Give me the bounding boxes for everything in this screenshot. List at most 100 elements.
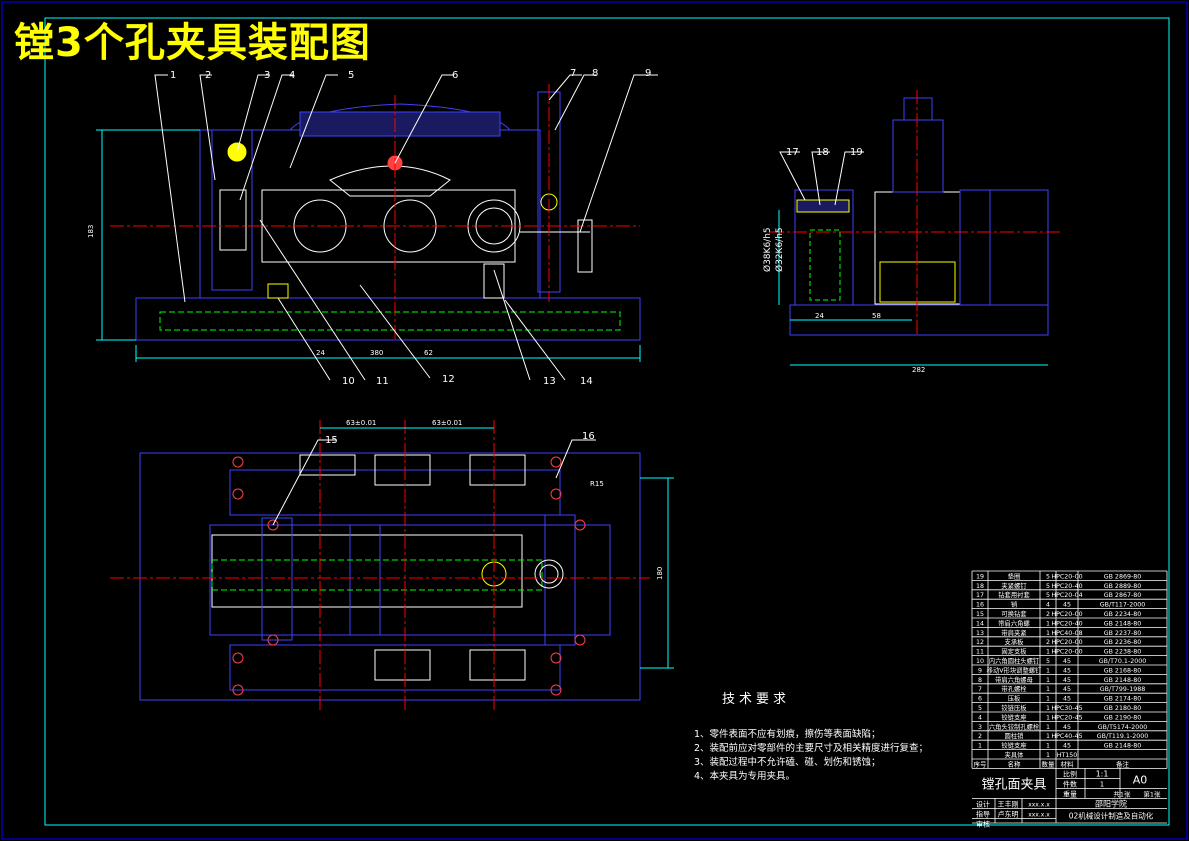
bom-cell-qty: 1 xyxy=(1046,705,1050,712)
bom-cell-mat: HPC20-40 xyxy=(1051,583,1082,590)
dim-c2: 63±0.01 xyxy=(432,419,462,427)
bom-cell-std: GB/T5174-2000 xyxy=(1098,724,1148,731)
bom-cell-std: GB 2238-80 xyxy=(1104,649,1142,656)
title-block-designer-date: xxx.x.x xyxy=(1028,801,1050,808)
bom-cell-qty: 1 xyxy=(1046,667,1050,674)
bom-cell-qty: 4 xyxy=(1046,602,1050,609)
bom-cell-std: GB 2148-80 xyxy=(1104,677,1142,684)
bom-cell-name: 六角头铰制孔螺栓 xyxy=(989,722,1040,731)
title-block-sheet: A0 xyxy=(1133,773,1148,786)
bom-cell-qty: 1 xyxy=(1046,752,1050,759)
bom-cell-std: GB/T70.1-2000 xyxy=(1099,658,1147,665)
bom-cell-name: 夹紧螺钉 xyxy=(1001,581,1027,590)
side-view xyxy=(770,90,1060,366)
title-block-count-label: 件数 xyxy=(1063,779,1077,788)
dim-height: 183 xyxy=(87,225,95,238)
title-block-review-label: 审核 xyxy=(976,819,990,828)
bom-cell-no: 3 xyxy=(978,724,982,731)
side-dim-width: 282 xyxy=(912,366,925,374)
bom-cell-qty: 1 xyxy=(1046,620,1050,627)
title-block-school: 邵阳学院 xyxy=(1095,798,1127,808)
top-view xyxy=(110,420,674,710)
bom-cell-mat: HPC30-45 xyxy=(1051,705,1082,712)
bom-cell-name: 铰链压板 xyxy=(1001,703,1027,712)
title-block-name: 镗孔面夹具 xyxy=(981,777,1046,792)
bom-cell-name: 钻套用衬套 xyxy=(998,590,1030,599)
bom-cell-mat: HPC20-40 xyxy=(1051,620,1082,627)
bom-cell-name: 移动V形块调整螺钉 xyxy=(987,665,1042,674)
bom-header-name: 名称 xyxy=(1008,759,1022,768)
bom-cell-name: 铰链支座 xyxy=(1001,712,1026,721)
bom-cell-qty: 5 xyxy=(1046,573,1050,580)
bom-cell-no: 7 xyxy=(978,686,982,693)
front-dims: 183 24 380 62 xyxy=(87,225,433,357)
callout-19: 19 xyxy=(850,147,863,158)
callout-1: 1 xyxy=(170,70,176,81)
title-block-weight-label: 重量 xyxy=(1063,790,1077,798)
tech-req-item: 3、装配过程中不允许磕、碰、划伤和锈蚀； xyxy=(694,757,881,768)
callout-18: 18 xyxy=(816,147,829,158)
bom-cell-name: 垫圈 xyxy=(1008,571,1021,580)
bom-cell-std: GB 2236-80 xyxy=(1104,639,1142,646)
side-labels: 17 18 19 Ø38K6/h5 Ø32K6/h5 24 58 282 xyxy=(762,147,925,374)
bom-cell-qty: 1 xyxy=(1046,714,1050,721)
fit-32: Ø32K6/h5 xyxy=(774,227,785,272)
bom-cell-mat: 45 xyxy=(1063,724,1071,731)
bom-cell-no: 5 xyxy=(978,705,982,712)
bom-cell-std: GB 2237-80 xyxy=(1104,630,1142,637)
bom-cell-qty: 5 xyxy=(1046,658,1050,665)
bom-cell-no: 13 xyxy=(976,630,984,637)
bom-cell-std: GB/T799-1988 xyxy=(1100,686,1145,693)
bom-cell-std: GB 2148-80 xyxy=(1104,743,1142,750)
bom-cell-no: 9 xyxy=(978,667,982,674)
bom-cell-std: GB/T117-2000 xyxy=(1100,602,1145,609)
bom-cell-no: 19 xyxy=(976,573,984,580)
bom-cell-qty: 2 xyxy=(1046,611,1050,618)
title-block-count: 1 xyxy=(1100,780,1104,788)
callout-7: 7 xyxy=(570,68,576,79)
bom-cell-std: GB 2234-80 xyxy=(1104,611,1142,618)
bom-cell-mat: 45 xyxy=(1063,602,1071,609)
callout-4: 4 xyxy=(289,70,295,81)
bom-cell-no: 8 xyxy=(978,677,982,684)
title-block-scale-label: 比例 xyxy=(1063,769,1077,778)
bom-cell-mat: 45 xyxy=(1063,686,1071,693)
bom-cell-std: GB 2867-80 xyxy=(1104,592,1142,599)
bom-cell-name: 带肩六角螺母 xyxy=(995,675,1033,684)
bom-cell-mat: HPC20-00 xyxy=(1051,649,1082,656)
front-callouts: 1 2 3 4 5 6 7 8 9 10 11 12 13 14 xyxy=(170,68,651,387)
bom-cell-std: GB 2180-80 xyxy=(1104,705,1142,712)
dim-380: 380 xyxy=(370,349,383,357)
title-block-checker: 卢东明 xyxy=(998,809,1019,818)
callout-10: 10 xyxy=(342,376,355,387)
bom-cell-name: 内六角圆柱头螺钉 xyxy=(989,656,1040,665)
title-block-checker-date: xxx.x.x xyxy=(1028,811,1050,818)
bom-cell-qty: 1 xyxy=(1046,733,1050,740)
bom-cell-mat: 45 xyxy=(1063,743,1071,750)
bom-cell-std: GB 2168-80 xyxy=(1104,667,1142,674)
bom-cell-no: 16 xyxy=(976,602,984,609)
callout-16: 16 xyxy=(582,431,595,442)
fit-38: Ø38K6/h5 xyxy=(762,227,773,272)
front-view xyxy=(96,84,641,362)
title-block-sheets: 共1张 xyxy=(1113,789,1131,798)
bom-cell-std: GB/T119.1-2000 xyxy=(1097,733,1149,740)
dim-c1: 63±0.01 xyxy=(346,419,376,427)
bom-cell-std: GB 2174-80 xyxy=(1104,696,1142,703)
callout-9: 9 xyxy=(645,68,651,79)
bom-cell-no: 11 xyxy=(976,649,984,656)
bom-cell-std: GB 2148-80 xyxy=(1104,620,1142,627)
bom-cell-mat: HPC20-00 xyxy=(1051,639,1082,646)
drawing-title: 镗3个孔夹具装配图 xyxy=(14,20,371,66)
callout-8: 8 xyxy=(592,68,598,79)
bom-cell-std: GB 2869-80 xyxy=(1104,573,1142,580)
title-block-sheet-no: 第1张 xyxy=(1143,789,1161,798)
front-leaders xyxy=(154,74,658,381)
callout-11: 11 xyxy=(376,376,389,387)
bom-cell-mat: 45 xyxy=(1063,696,1071,703)
tech-req-heading: 技术要求 xyxy=(722,692,791,707)
bom-cell-qty: 1 xyxy=(1046,743,1050,750)
